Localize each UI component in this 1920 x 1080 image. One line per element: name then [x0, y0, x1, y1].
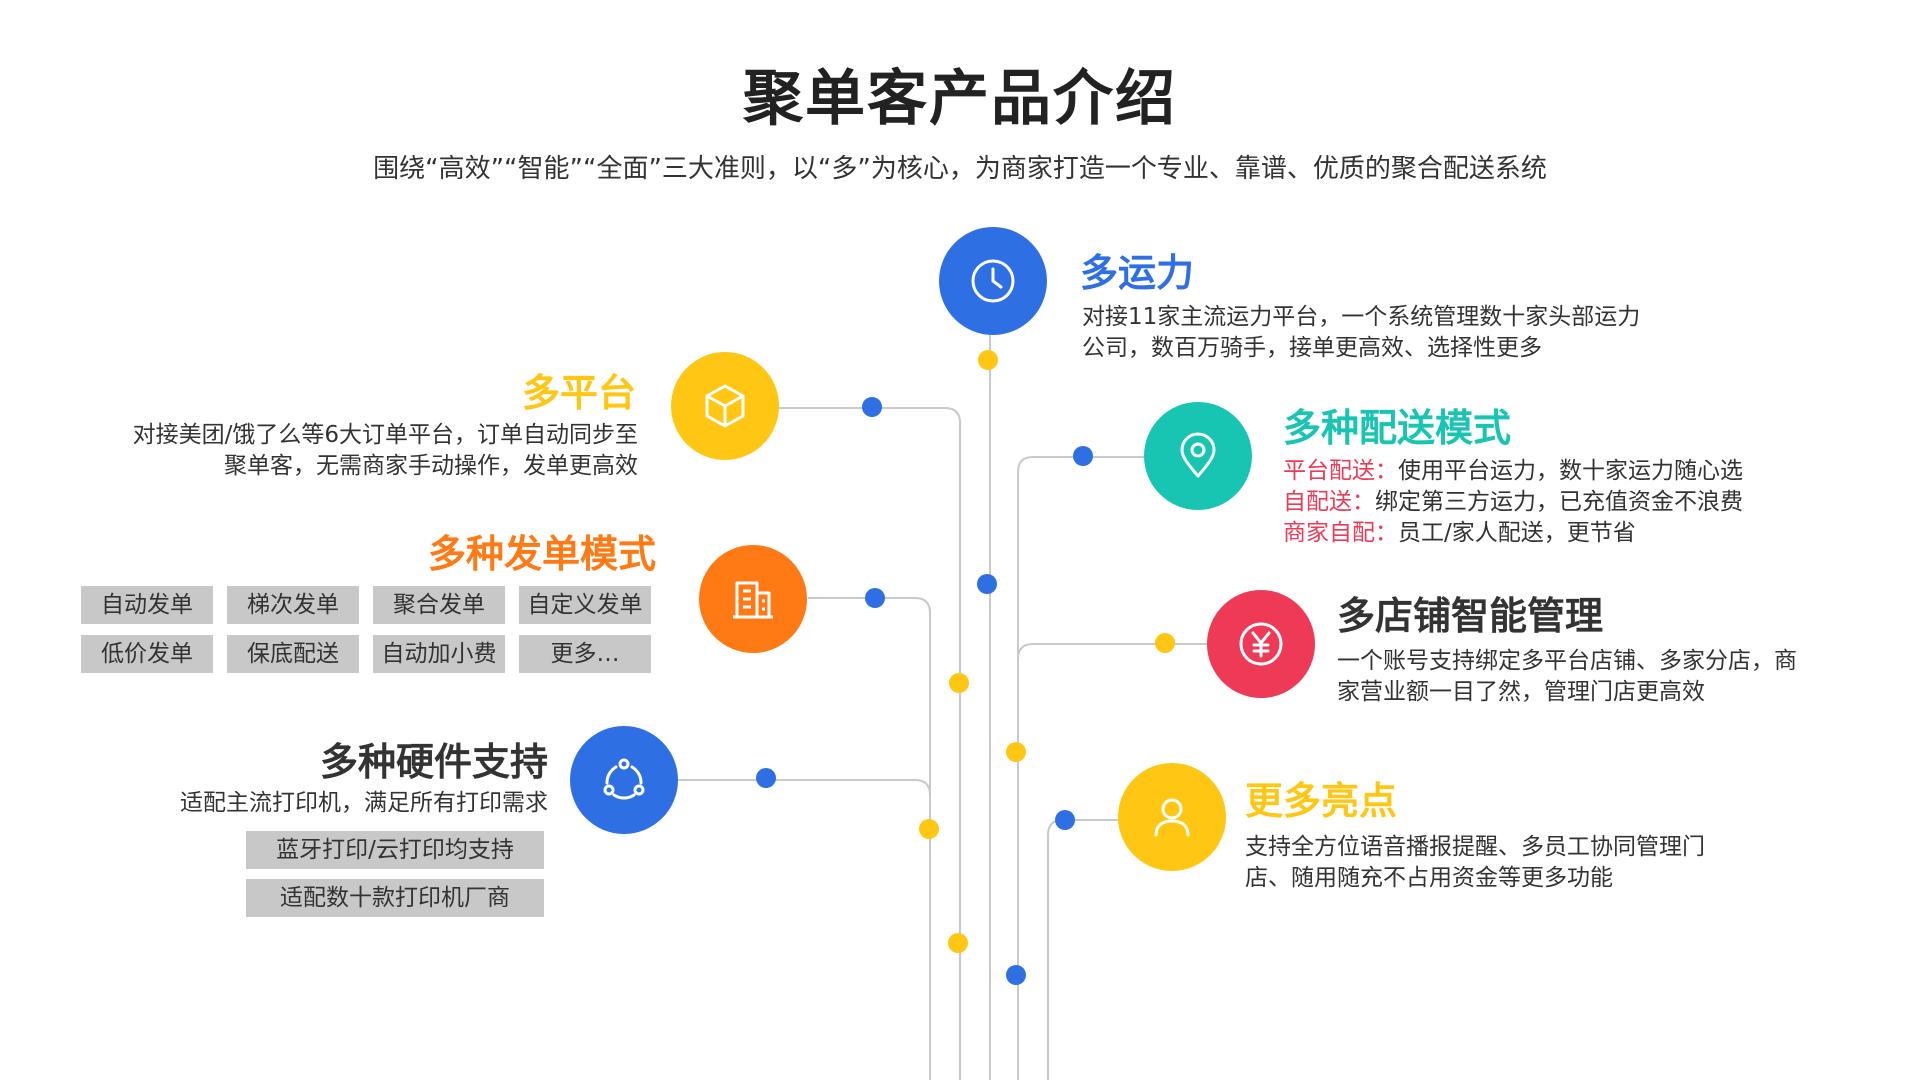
- desc-line: 公司，数百万骑手，接单更高效、选择性更多: [1082, 335, 1542, 361]
- hardware-title: 多种硬件支持: [319, 740, 548, 784]
- page-subtitle: 围绕“高效”“智能”“全面”三大准则，以“多”为核心，为商家打造一个专业、靠谱、…: [373, 154, 1547, 184]
- cube-icon: [705, 384, 745, 428]
- desc-line: 店、随用随充不占用资金等更多功能: [1245, 865, 1613, 891]
- delivery-item: 商家自配：员工/家人配送，更节省: [1283, 518, 1843, 549]
- dispatch-title: 多种发单模式: [427, 532, 656, 576]
- node-dot: [1073, 446, 1093, 466]
- dispatch-tag: 更多…: [519, 635, 651, 673]
- capacity-icon-circle: [939, 227, 1047, 335]
- node-dot: [1006, 742, 1026, 762]
- delivery-item-text: 使用平台运力，数十家运力随心选: [1398, 458, 1743, 484]
- more-icon-circle: [1118, 763, 1226, 871]
- connector-platform: [778, 407, 961, 1080]
- node-dot: [1055, 810, 1075, 830]
- dispatch-tag: 自动加小费: [373, 635, 505, 673]
- dispatch-tag: 保底配送: [227, 635, 359, 673]
- desc-line: 支持全方位语音播报提醒、多员工协同管理门: [1245, 834, 1705, 860]
- node-dot: [977, 574, 997, 594]
- node-dot: [1006, 965, 1026, 985]
- node-dot: [756, 768, 776, 788]
- hardware-tag: 蓝牙打印/云打印均支持: [246, 831, 544, 869]
- desc-line: 聚单客，无需商家手动操作，发单更高效: [224, 453, 638, 479]
- connector-more: [1047, 819, 1122, 1080]
- dispatch-tag: 低价发单: [81, 635, 213, 673]
- delivery-item-label: 平台配送：: [1283, 458, 1398, 484]
- more-desc: 支持全方位语音播报提醒、多员工协同管理门 店、随用随充不占用资金等更多功能: [1245, 832, 1805, 894]
- node-dot: [978, 350, 998, 370]
- capacity-title: 多运力: [1080, 251, 1195, 295]
- share-cycle-icon: [603, 758, 645, 800]
- node-dot: [949, 673, 969, 693]
- delivery-desc: 平台配送：使用平台运力，数十家运力随心选 自配送：绑定第三方运力，已充值资金不浪…: [1283, 456, 1843, 549]
- building-icon: [733, 581, 773, 619]
- hardware-tag: 适配数十款打印机厂商: [246, 879, 544, 917]
- stores-icon-circle: [1207, 590, 1315, 698]
- delivery-item-text: 员工/家人配送，更节省: [1398, 520, 1636, 546]
- dispatch-tag: 自定义发单: [519, 586, 651, 624]
- platform-icon-circle: [671, 352, 779, 460]
- more-title: 更多亮点: [1245, 779, 1398, 823]
- connector-dispatch: [808, 597, 931, 1080]
- connector-hardware: [676, 779, 931, 1080]
- hardware-icon-circle: [570, 726, 678, 834]
- node-dot: [862, 397, 882, 417]
- node-dot: [948, 933, 968, 953]
- node-dot: [865, 588, 885, 608]
- platform-desc: 对接美团/饿了么等6大订单平台，订单自动同步至 聚单客，无需商家手动操作，发单更…: [40, 420, 638, 482]
- page-title: 聚单客产品介绍: [743, 64, 1177, 134]
- node-dot: [1155, 633, 1175, 653]
- desc-line: 对接11家主流运力平台，一个系统管理数十家头部运力: [1082, 304, 1641, 330]
- connector-delivery: [1017, 456, 1148, 1080]
- delivery-item-label: 自配送：: [1283, 489, 1375, 515]
- delivery-item: 自配送：绑定第三方运力，已充值资金不浪费: [1283, 487, 1843, 518]
- connector-stores: [1017, 643, 1211, 1080]
- desc-line: 家营业额一目了然，管理门店更高效: [1337, 679, 1705, 705]
- stores-title: 多店铺智能管理: [1337, 594, 1604, 638]
- desc-line: 一个账号支持绑定多平台店铺、多家分店，商: [1337, 648, 1797, 674]
- dispatch-icon-circle: [699, 545, 807, 653]
- yen-coin-icon: [1239, 622, 1283, 666]
- delivery-item-text: 绑定第三方运力，已充值资金不浪费: [1375, 489, 1743, 515]
- delivery-title: 多种配送模式: [1283, 406, 1512, 450]
- clock-icon: [971, 259, 1015, 303]
- capacity-desc: 对接11家主流运力平台，一个系统管理数十家头部运力 公司，数百万骑手，接单更高效…: [1082, 302, 1762, 364]
- delivery-item-label: 商家自配：: [1283, 520, 1398, 546]
- location-pin-icon: [1180, 432, 1216, 478]
- user-icon: [1154, 798, 1190, 837]
- delivery-item: 平台配送：使用平台运力，数十家运力随心选: [1283, 456, 1843, 487]
- stores-desc: 一个账号支持绑定多平台店铺、多家分店，商 家营业额一目了然，管理门店更高效: [1337, 646, 1907, 708]
- desc-line: 对接美团/饿了么等6大订单平台，订单自动同步至: [132, 422, 638, 448]
- hardware-desc: 适配主流打印机，满足所有打印需求: [180, 790, 548, 816]
- platform-title: 多平台: [521, 371, 636, 415]
- node-dot: [919, 819, 939, 839]
- dispatch-tag: 自动发单: [81, 586, 213, 624]
- delivery-icon-circle: [1144, 402, 1252, 510]
- dispatch-tag: 聚合发单: [373, 586, 505, 624]
- dispatch-tag: 梯次发单: [227, 586, 359, 624]
